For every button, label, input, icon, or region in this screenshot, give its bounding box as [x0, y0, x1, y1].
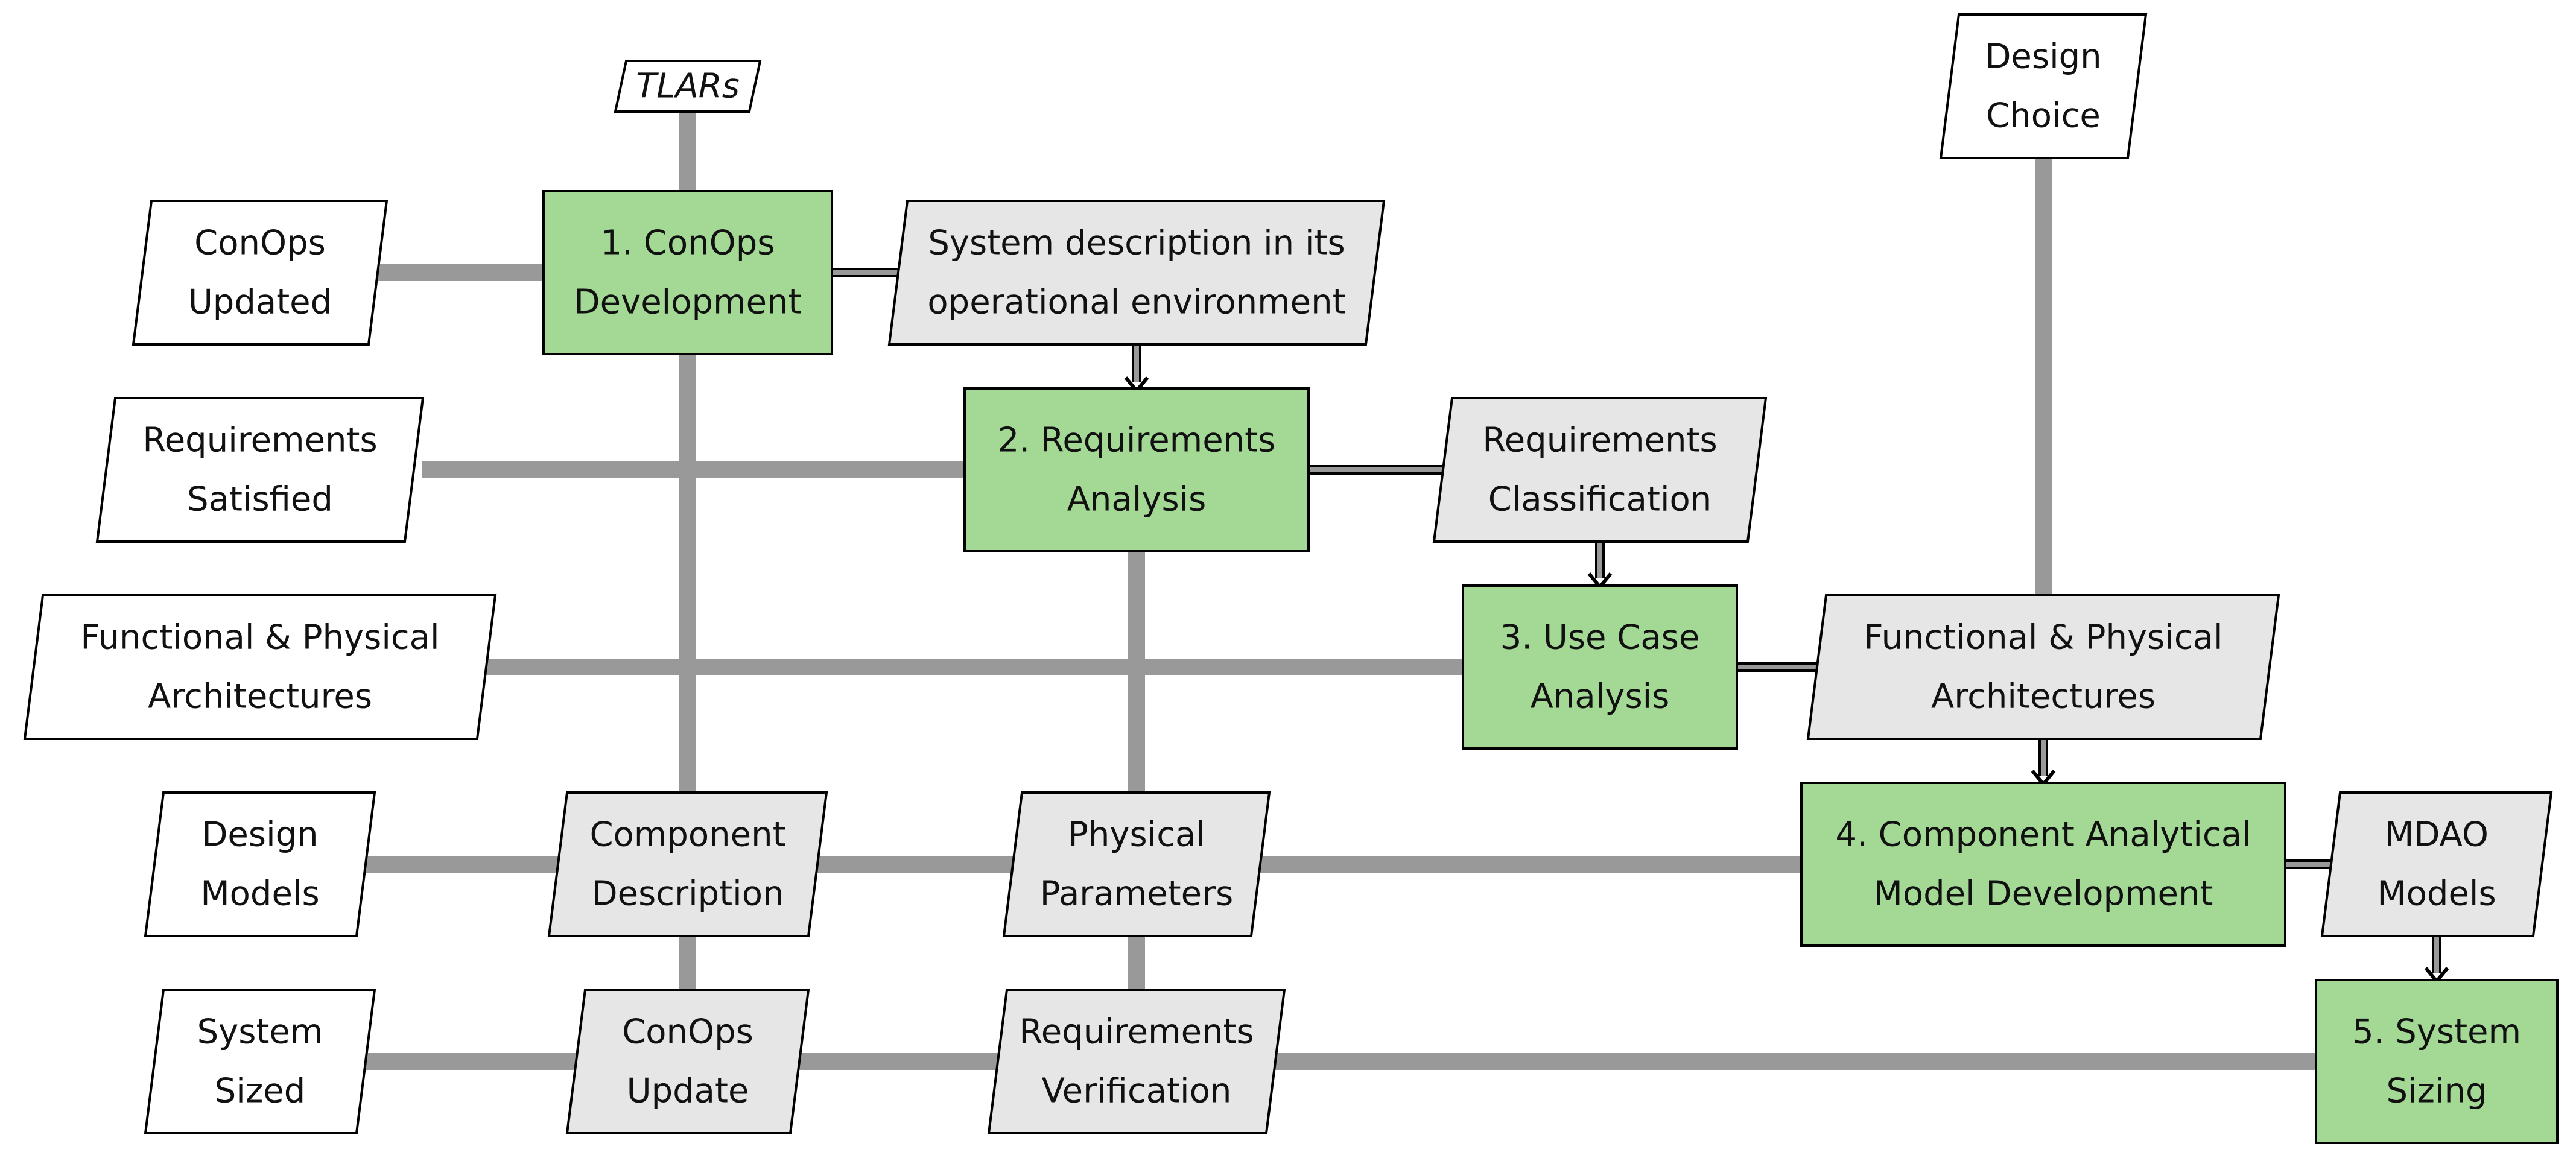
data-parallelogram [1002, 791, 1271, 937]
data-parallelogram [1432, 397, 1768, 543]
node-label-line: 4. Component Analytical [1835, 815, 2251, 855]
node-label-line: Design [1985, 37, 2101, 77]
process-box [1800, 782, 2286, 947]
data-parallelogram [144, 989, 376, 1134]
data-parallelogram [887, 200, 1386, 346]
node-label-line: Analysis [1531, 677, 1670, 717]
node-label-line: Analysis [1067, 480, 1207, 519]
node-label-line: ConOps [194, 224, 326, 263]
node-label-line: Model Development [1874, 875, 2213, 914]
process-box [1462, 584, 1738, 750]
node-label-line: Updated [188, 283, 332, 322]
node-mdao-models: MDAO Models [2320, 791, 2553, 937]
node-label-line: Models [2377, 875, 2496, 914]
node-label-line: Architectures [1931, 677, 2156, 717]
process-box [963, 387, 1310, 552]
node-system-description: System description in its operational env… [887, 200, 1386, 346]
node-label-line: Models [200, 875, 319, 914]
data-parallelogram [95, 397, 425, 543]
node-label-line: Satisfied [187, 480, 333, 519]
node-label-line: Requirements [142, 421, 377, 460]
data-parallelogram [1806, 594, 2280, 740]
node-label-line: Sizing [2386, 1072, 2487, 1111]
data-parallelogram [23, 594, 497, 740]
process-box [542, 190, 833, 355]
node-label-line: 1. ConOps [601, 224, 775, 263]
process-box [2315, 979, 2559, 1144]
data-parallelogram [132, 200, 389, 346]
node-label-line: Sized [215, 1072, 306, 1111]
node-label-line: Development [574, 283, 802, 322]
data-parallelogram [614, 60, 762, 113]
node-label-line: 5. System [2352, 1013, 2521, 1052]
node-label-line: Verification [1042, 1072, 1232, 1111]
node-label-line: Classification [1488, 480, 1712, 519]
node-label-line: MDAO [2385, 815, 2489, 855]
node-label-line: TLARs [636, 67, 740, 106]
data-parallelogram [987, 989, 1286, 1134]
data-parallelogram [2320, 791, 2553, 937]
data-parallelogram [1939, 13, 2148, 159]
data-parallelogram [565, 989, 810, 1134]
node-label-line: Design [201, 815, 318, 855]
node-label-line: Description [592, 875, 784, 914]
node-label-line: Functional & Physical [80, 618, 439, 657]
node-label-line: Component [589, 815, 785, 855]
node-label-line: 3. Use Case [1500, 618, 1700, 657]
node-label-line: Functional & Physical [1864, 618, 2222, 657]
node-label-line: Choice [1986, 96, 2101, 136]
node-label-line: Requirements [1019, 1013, 1254, 1052]
node-label-line: Update [627, 1072, 749, 1111]
node-label-line: Requirements [1482, 421, 1717, 460]
node-label-line: ConOps [622, 1013, 753, 1052]
node-label-line: Architectures [148, 677, 372, 717]
node-tlars: TLARs [614, 60, 762, 113]
node-label-line: Parameters [1040, 875, 1234, 914]
node-label-line: Physical [1068, 815, 1205, 855]
node-label-line: System description in its [928, 224, 1345, 263]
node-label-line: 2. Requirements [998, 421, 1276, 460]
node-label-line: System [197, 1013, 323, 1052]
data-parallelogram [547, 791, 828, 937]
node-label-line: operational environment [927, 283, 1345, 322]
data-parallelogram [144, 791, 376, 937]
